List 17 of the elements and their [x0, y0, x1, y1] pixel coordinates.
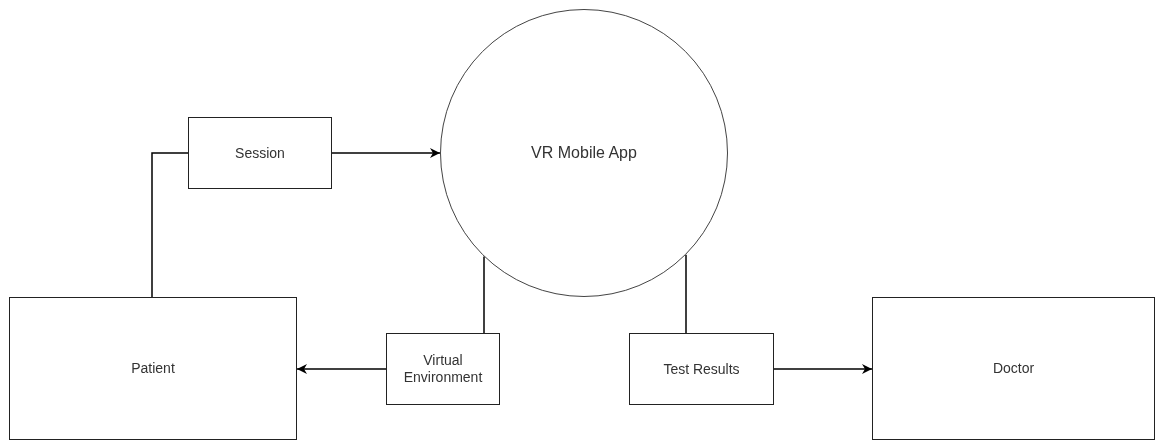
arrow: [331, 148, 441, 158]
arrow: [773, 364, 873, 374]
connector-line: [483, 255, 485, 334]
arrow: [296, 364, 387, 374]
node-label: Patient: [131, 360, 175, 377]
node-label: Session: [235, 144, 285, 162]
connector-line: [685, 253, 687, 334]
node-label: Doctor: [992, 360, 1035, 377]
process-box: [386, 333, 500, 405]
node-label: Test Results: [663, 360, 740, 378]
process-box: [872, 297, 1155, 440]
process-box: [629, 333, 774, 405]
process-box: [9, 297, 297, 440]
node-label: Virtual Environment: [402, 352, 484, 386]
process-box: [188, 117, 332, 189]
connector-line: [151, 152, 189, 298]
node-label: VR Mobile App: [531, 143, 637, 163]
